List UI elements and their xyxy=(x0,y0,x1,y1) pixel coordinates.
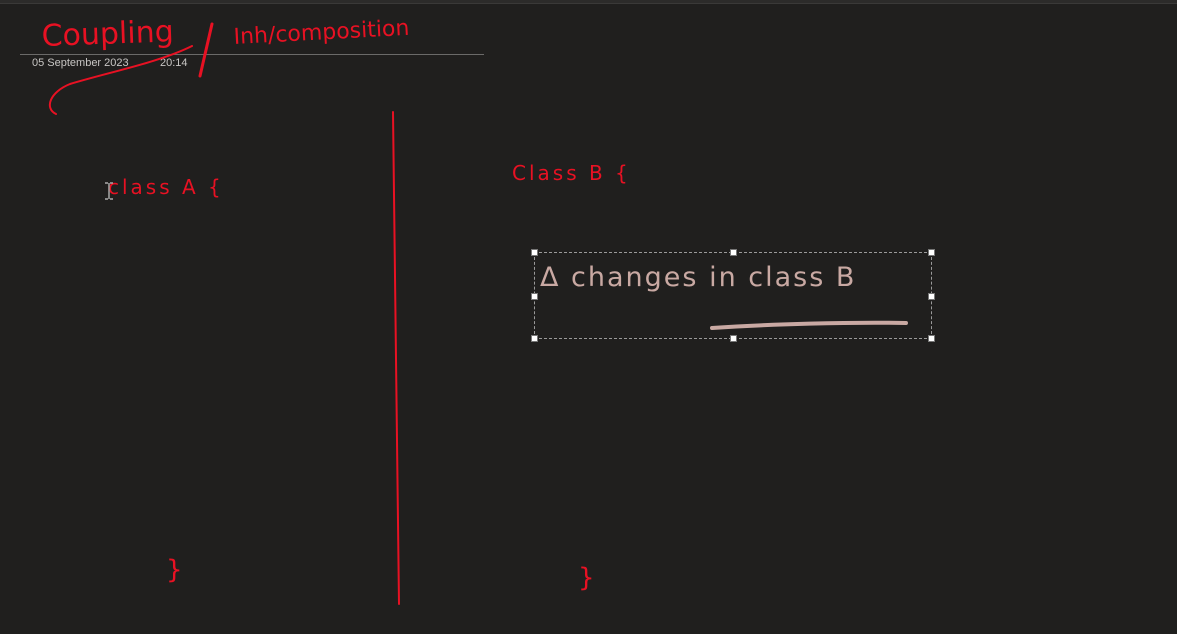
title-slash-stroke[interactable] xyxy=(198,22,214,78)
page-time: 20:14 xyxy=(160,57,188,69)
resize-handle-bottom[interactable] xyxy=(730,335,737,342)
selected-underline-stroke[interactable] xyxy=(710,320,908,330)
title-ink-coupling[interactable]: Coupling xyxy=(41,14,174,54)
resize-handle-top[interactable] xyxy=(730,249,737,256)
title-ink-composition[interactable]: Inh/composition xyxy=(233,16,410,50)
selected-ink-note[interactable]: Δ changes in class B xyxy=(540,262,857,293)
text-cursor-icon xyxy=(105,182,113,200)
resize-handle-top-left[interactable] xyxy=(531,249,538,256)
class-a-ink[interactable]: class A { xyxy=(108,175,224,199)
resize-handle-bottom-left[interactable] xyxy=(531,335,538,342)
title-underline xyxy=(20,54,484,55)
class-b-close-brace-ink[interactable]: } xyxy=(578,563,595,593)
class-b-ink[interactable]: Class B { xyxy=(512,161,631,185)
class-a-close-brace-ink[interactable]: } xyxy=(166,555,183,585)
selection-box[interactable] xyxy=(531,249,935,342)
page-date: 05 September 2023 xyxy=(32,57,129,69)
resize-handle-top-right[interactable] xyxy=(928,249,935,256)
resize-handle-right[interactable] xyxy=(928,293,935,300)
top-strip xyxy=(0,0,1177,4)
title-swoosh-stroke[interactable] xyxy=(48,45,193,115)
resize-handle-bottom-right[interactable] xyxy=(928,335,935,342)
resize-handle-left[interactable] xyxy=(531,293,538,300)
divider-stroke[interactable] xyxy=(392,111,400,605)
